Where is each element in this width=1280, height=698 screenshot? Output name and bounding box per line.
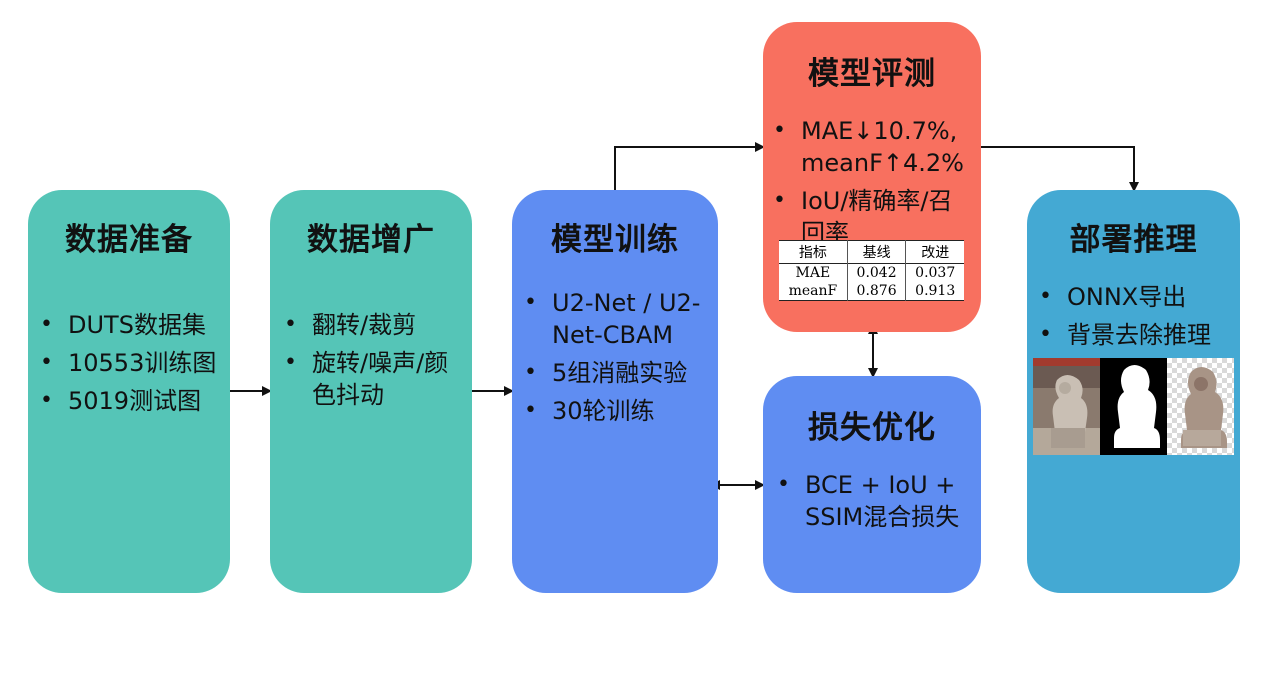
list-item: U2-Net / U2-Net-CBAM — [520, 287, 708, 351]
stage-data-prep: 数据准备 DUTS数据集 10553训练图 5019测试图 — [28, 190, 230, 593]
stage-title: 数据增广 — [307, 222, 435, 258]
stage-items: ONNX导出 背景去除推理 — [1027, 281, 1240, 351]
list-item: 30轮训练 — [520, 395, 708, 427]
table-cell: MAE — [795, 265, 831, 281]
stage-title: 模型评测 — [808, 56, 936, 92]
stage-data-augmentation: 数据增广 翻转/裁剪 旋转/噪声/颜色抖动 — [270, 190, 472, 593]
stage-title: 数据准备 — [65, 222, 193, 258]
list-item: 5019测试图 — [36, 385, 230, 417]
stage-title: 损失优化 — [808, 410, 936, 446]
list-item: 10553训练图 — [36, 347, 230, 379]
inference-example-images — [1033, 358, 1234, 455]
table-row: MAE 0.042 0.037 — [779, 263, 964, 282]
list-item: MAE↓10.7%, meanF↑4.2% — [769, 115, 969, 179]
table-cell: 0.913 — [905, 282, 964, 301]
stage-items: BCE + IoU + SSIM混合损失 — [763, 469, 981, 533]
stage-items: MAE↓10.7%, meanF↑4.2% IoU/精确率/召回率 — [763, 115, 981, 249]
stage-items: 翻转/裁剪 旋转/噪声/颜色抖动 — [270, 309, 472, 411]
stage-loss-optimization: 损失优化 BCE + IoU + SSIM混合损失 — [763, 376, 981, 593]
stage-items: U2-Net / U2-Net-CBAM 5组消融实验 30轮训练 — [512, 287, 718, 427]
stage-model-training: 模型训练 U2-Net / U2-Net-CBAM 5组消融实验 30轮训练 — [512, 190, 718, 593]
table-header: 改进 — [905, 240, 964, 264]
list-item: 5组消融实验 — [520, 357, 708, 389]
table-cell: 0.037 — [905, 263, 964, 282]
stage-title: 部署推理 — [1069, 222, 1198, 258]
table-row: meanF 0.876 0.913 — [779, 282, 964, 301]
arrow-eval-to-deploy — [981, 146, 1139, 192]
table-header-row: 指标 基线 改进 — [779, 240, 964, 264]
original-image — [1033, 358, 1100, 455]
table-header: 基线 — [846, 240, 906, 264]
table-cell: 0.876 — [846, 282, 906, 301]
table-cell: meanF — [788, 283, 838, 299]
metrics-table: 指标 基线 改进 MAE 0.042 0.037 meanF 0.876 0.9… — [779, 240, 964, 301]
list-item: DUTS数据集 — [36, 309, 230, 341]
table-header: 指标 — [798, 245, 827, 261]
list-item: BCE + IoU + SSIM混合损失 — [773, 469, 967, 533]
stage-title: 模型训练 — [551, 222, 679, 258]
arrow-train-to-eval — [614, 142, 765, 190]
list-item: 背景去除推理 — [1035, 319, 1240, 351]
mask-image — [1100, 358, 1167, 455]
cutout-image — [1167, 358, 1234, 455]
table-cell: 0.042 — [846, 263, 906, 282]
list-item: ONNX导出 — [1035, 281, 1240, 313]
stage-items: DUTS数据集 10553训练图 5019测试图 — [28, 309, 230, 417]
list-item: 翻转/裁剪 — [280, 309, 458, 341]
list-item: 旋转/噪声/颜色抖动 — [280, 347, 458, 411]
